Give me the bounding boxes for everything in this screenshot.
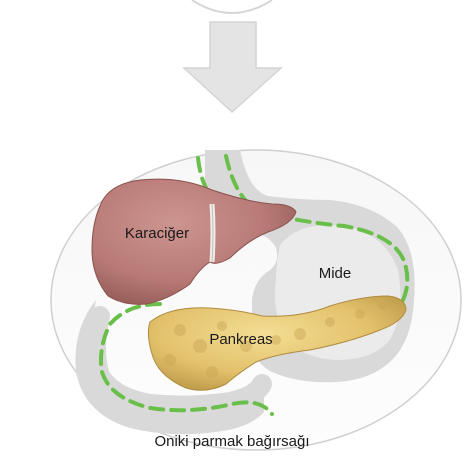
down-arrow-icon <box>184 22 281 112</box>
duodenum-label: Oniki parmak bağırsağı <box>154 433 309 450</box>
pancreas-label: Pankreas <box>209 331 272 348</box>
liver-label: Karaciğer <box>125 225 189 242</box>
upper-frame-arc <box>192 0 272 13</box>
stomach-label: Mide <box>319 265 352 282</box>
